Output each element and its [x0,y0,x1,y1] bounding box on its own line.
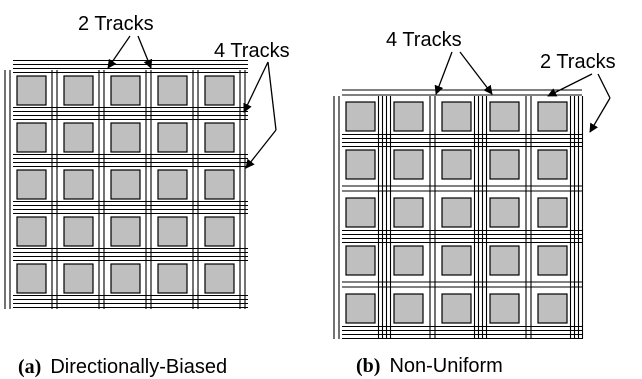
arrow-to-two-track-channel-side [589,97,611,133]
logic-block [441,149,472,180]
logic-block [204,263,235,294]
panel-b-logic-blocks [345,101,568,324]
logic-block [393,245,424,276]
logic-block [393,101,424,132]
logic-block [16,75,47,106]
logic-block [157,263,188,294]
logic-block [537,101,568,132]
logic-block [63,263,94,294]
logic-block [345,101,376,132]
panel-b-caption-prefix: (b) [356,355,380,377]
logic-block [393,197,424,228]
logic-block [63,216,94,247]
logic-block [157,169,188,200]
panel-a-horizontal-track-label: 4 Tracks [214,40,290,62]
panel-a-logic-blocks [16,75,235,294]
logic-block [441,293,472,324]
arrow-to-two-track-channel-top [547,73,593,97]
logic-block [110,122,141,153]
arrow-to-vertical-track-2 [137,35,153,69]
logic-block [110,75,141,106]
logic-block [63,75,94,106]
panel-b-two-track-label: 2 Tracks [540,51,616,73]
logic-block [489,197,520,228]
logic-block [537,245,568,276]
panel-a-caption-text: Directionally-Biased [50,356,227,378]
logic-block [489,293,520,324]
panel-a-vertical-track-label: 2 Tracks [78,13,154,35]
logic-block [345,197,376,228]
logic-block [204,169,235,200]
logic-block [204,122,235,153]
logic-block [489,149,520,180]
logic-block [345,293,376,324]
arrow-to-four-track-channel-2 [459,51,493,95]
panel-b-routing-tracks [333,89,584,340]
logic-block [16,263,47,294]
panel-a-directionally-biased: 2 Tracks 4 Tracks (a) Directionally-Bias… [4,13,290,378]
arrow-to-horizontal-channel-1 [243,61,269,113]
logic-block [16,122,47,153]
logic-block [537,293,568,324]
panel-b-arrows [434,51,611,133]
panel-b-non-uniform: 4 Tracks 2 Tracks (b) Non-Uniform [333,29,616,377]
logic-block [441,245,472,276]
logic-block [16,169,47,200]
arrow-leader-horizontal-channel-2 [267,61,277,131]
logic-block [441,197,472,228]
panel-a-arrows [107,35,277,169]
logic-block [110,216,141,247]
logic-block [489,101,520,132]
logic-block [345,149,376,180]
logic-block [489,245,520,276]
logic-block [157,75,188,106]
logic-block [204,75,235,106]
logic-block [63,169,94,200]
arrow-to-four-track-channel-1 [434,51,453,95]
panel-a-caption: (a) Directionally-Biased [18,356,227,378]
logic-block [157,122,188,153]
logic-block [110,263,141,294]
arrow-leader-two-track-channel-side [597,73,611,99]
panel-a-caption-prefix: (a) [18,356,41,378]
logic-block [441,101,472,132]
logic-block [393,149,424,180]
panel-b-four-track-label: 4 Tracks [386,29,462,51]
logic-block [537,197,568,228]
logic-block [345,245,376,276]
logic-block [537,149,568,180]
logic-block [393,293,424,324]
logic-block [157,216,188,247]
arrow-to-horizontal-channel-2 [245,129,277,169]
panel-b-caption-text: Non-Uniform [389,355,502,377]
logic-block [16,216,47,247]
panel-b-caption: (b) Non-Uniform [356,355,503,377]
logic-block [63,122,94,153]
logic-block [204,216,235,247]
logic-block [110,169,141,200]
arrow-to-vertical-track-1 [107,35,131,69]
